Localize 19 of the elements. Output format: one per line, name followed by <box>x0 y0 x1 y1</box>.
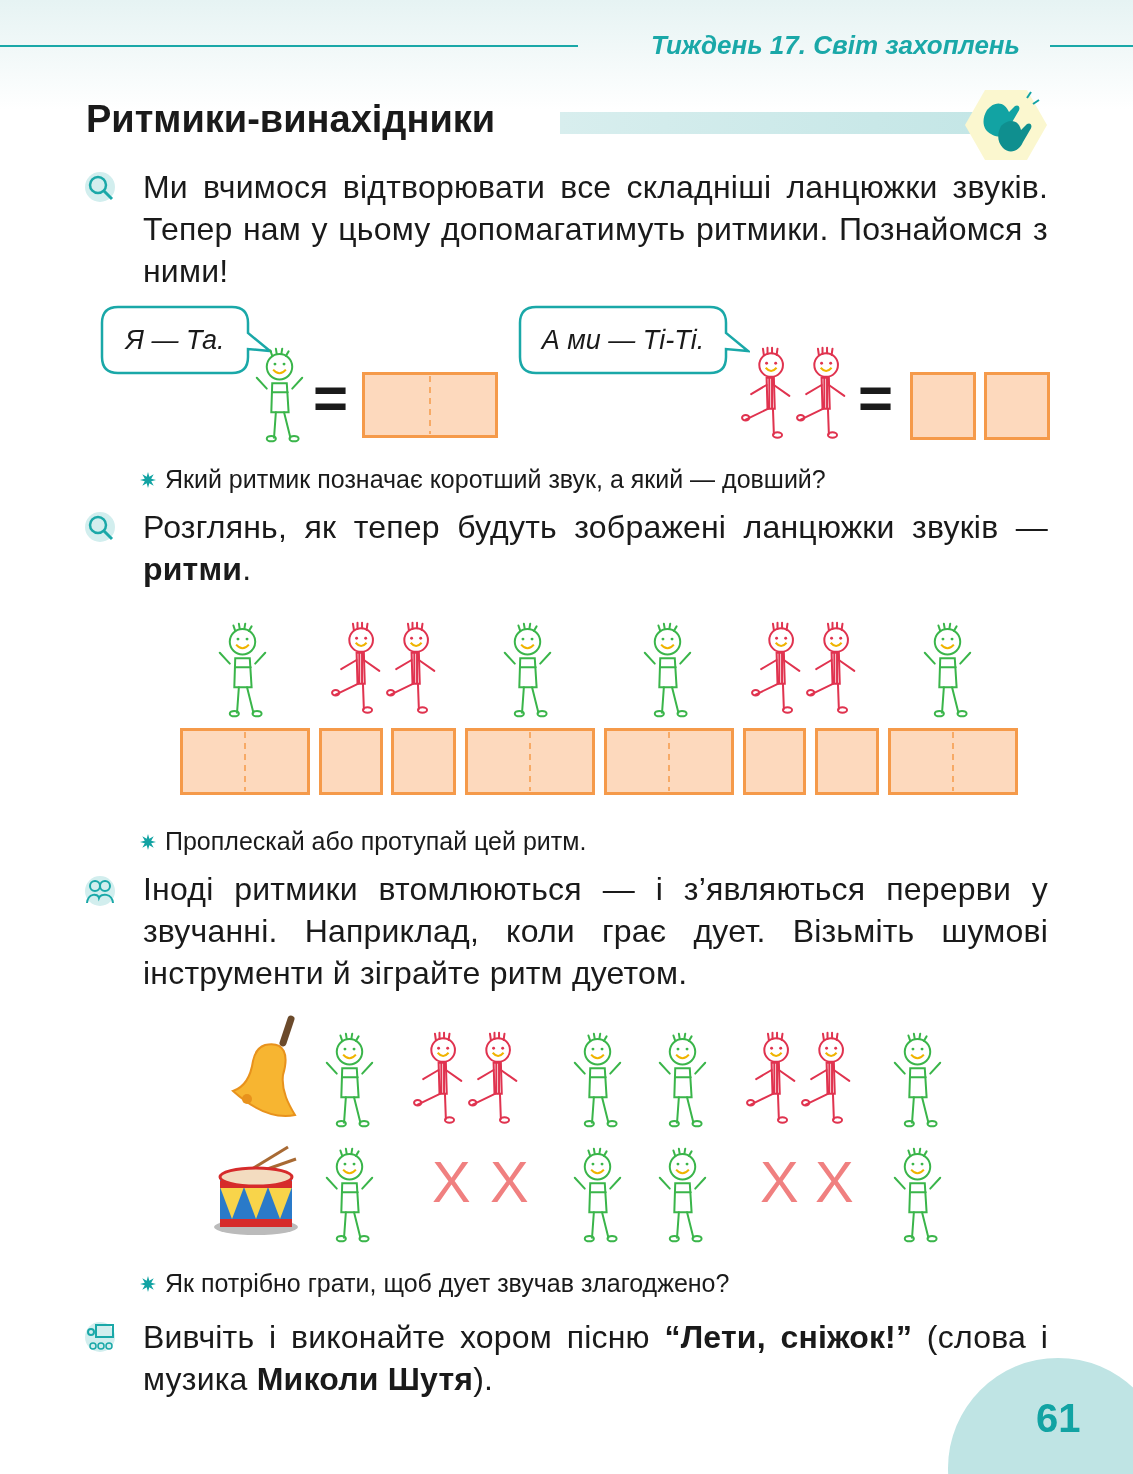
cross-mark: X <box>432 1150 471 1214</box>
instruction-text: Розглянь, як тепер будуть зображені ланцюжки звуків — ритми. <box>143 508 1048 589</box>
instruction-text: Іноді ритмики втомлюються — і з’являються перерви у звучанні. Наприклад, коли грає дует. Візьміть шумові інструменти й зіграйте ритм дуетом. <box>143 870 1048 993</box>
bubble-text: Я — Та. <box>123 323 226 357</box>
cross-mark: X <box>760 1150 799 1214</box>
equals-sign: = <box>313 368 349 428</box>
page-number: 61 <box>1036 1396 1081 1441</box>
question-text: Який ритмик позначає коротший звук, а який — довший? <box>165 464 827 494</box>
speech-bubble <box>518 305 750 377</box>
question-text: Як потрібно грати, щоб дует звучав злагоджено? <box>165 1268 731 1298</box>
equals-sign: = <box>858 368 894 428</box>
cross-mark: X <box>815 1150 854 1214</box>
bubble-text: А ми — Ті-Ті. <box>539 323 706 357</box>
instruction-text: Ми вчимося відтворювати все складніші ланцюжки звуків. Тепер нам у цьому допомагатимуть ритмики. Познайомся з ними! <box>143 168 1048 291</box>
instruction-text: Вивчіть і виконайте хором пісню “Лети, сніжок!” (слова і музика Миколи Шутя). <box>143 1318 1048 1399</box>
question-text: Проплескай або протупай цей ритм. <box>165 826 588 856</box>
cross-mark: X <box>490 1150 529 1214</box>
running-header: Тиждень 17. Світ захоплень <box>650 30 1020 61</box>
speech-bubble <box>100 305 272 377</box>
